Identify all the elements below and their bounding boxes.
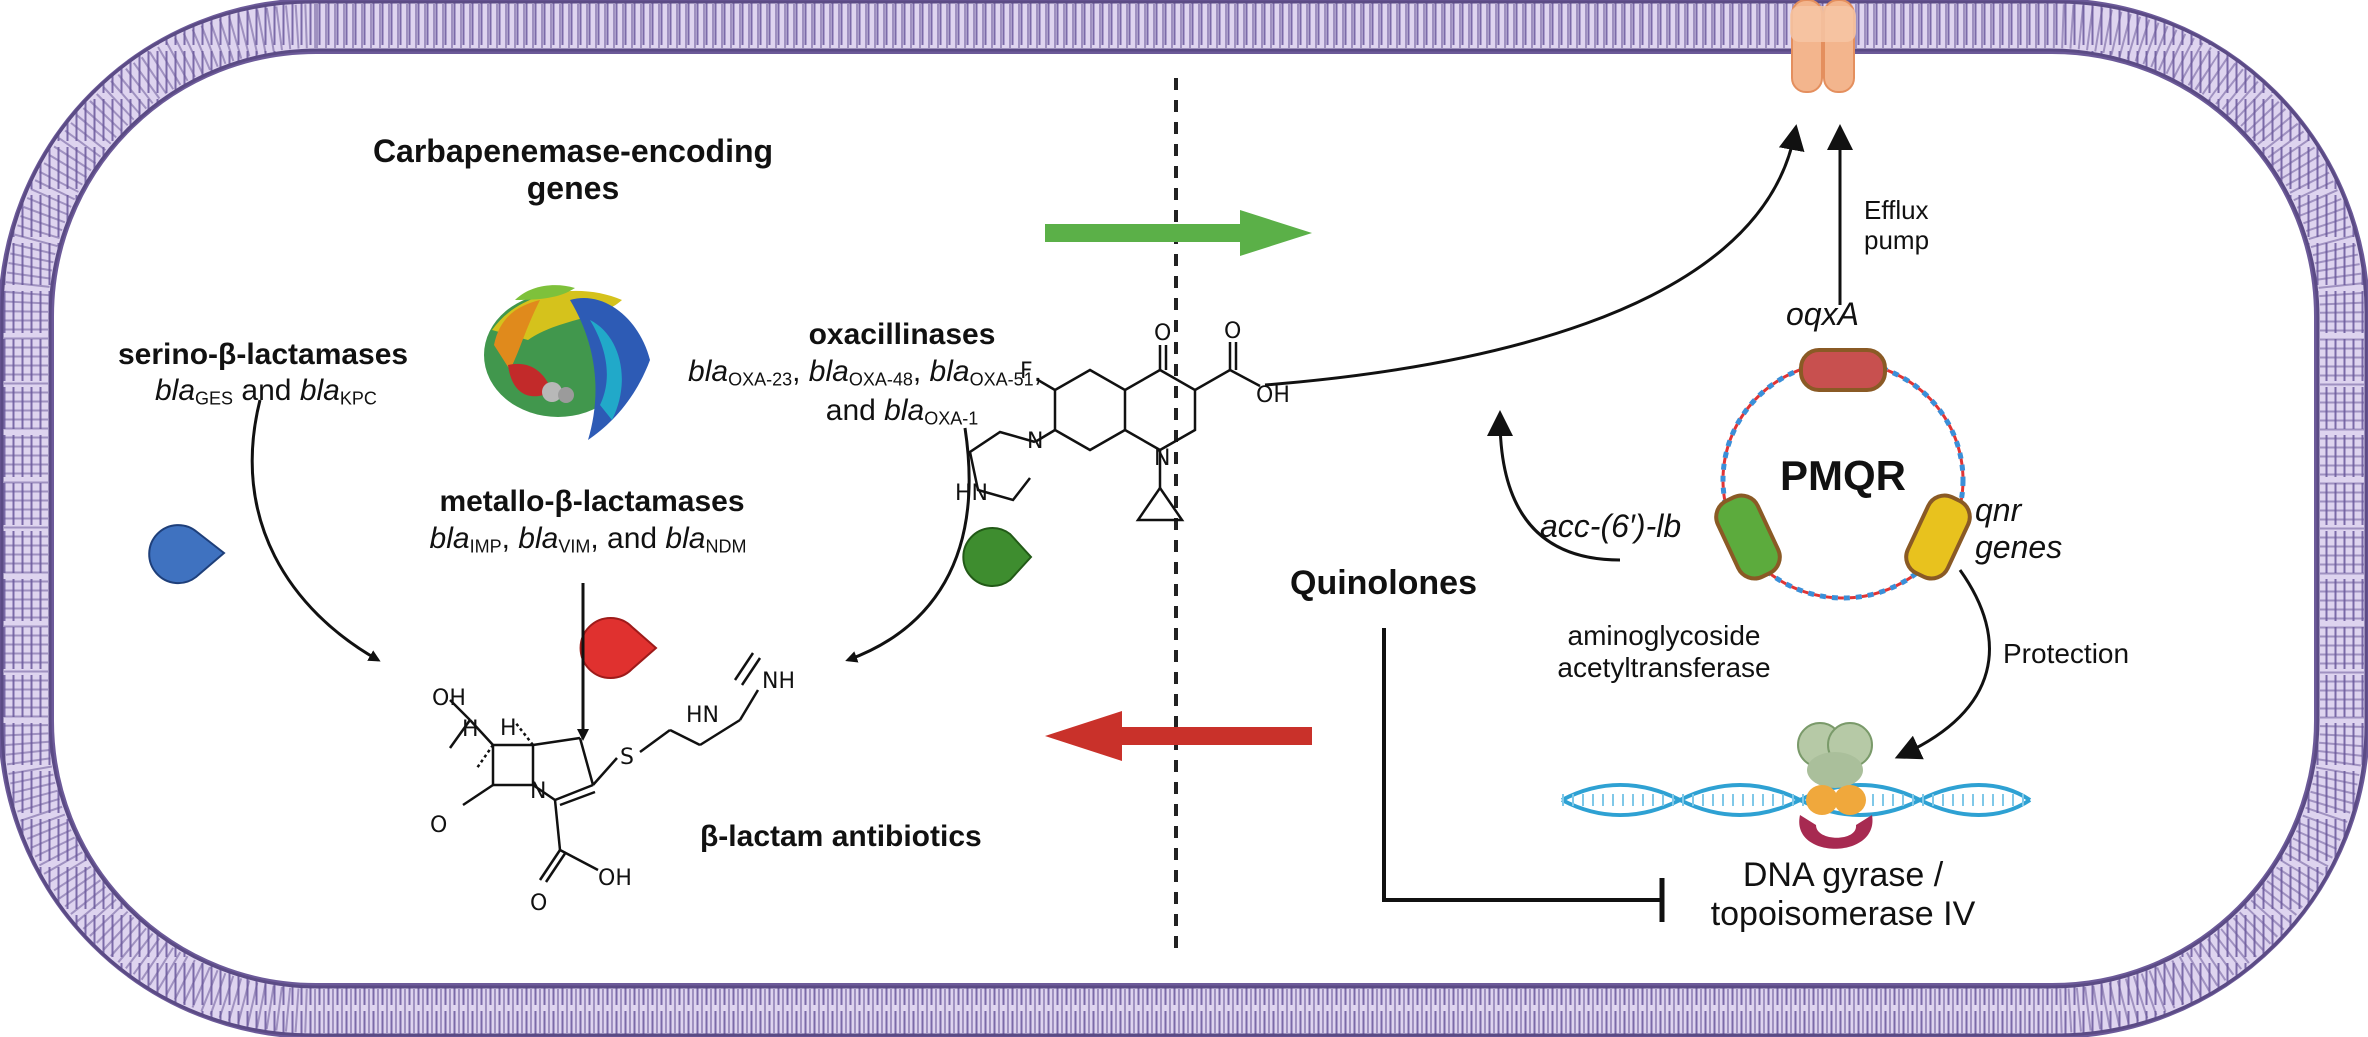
carbapenemase-title: Carbapenemase-encoding genes xyxy=(372,133,774,206)
pacman-red-icon xyxy=(579,617,658,679)
oxa-genes-line2: and blaOXA-1 xyxy=(825,394,979,429)
carbapenem-structure xyxy=(448,652,762,883)
serine-heading: serino-β-lactamases xyxy=(118,338,409,371)
metallo-genes: blaIMP, blaVIM, and blaNDM xyxy=(429,522,747,557)
pmqr-label: PMQR xyxy=(1780,452,1906,499)
red-arrow xyxy=(1045,711,1312,761)
protein-structure-icon xyxy=(484,285,650,440)
metallo-heading: metallo-β-lactamases xyxy=(439,485,745,518)
svg-text:OH: OH xyxy=(598,866,632,891)
quinolones-label: Quinolones xyxy=(1290,564,1477,602)
svg-text:HN: HN xyxy=(955,481,988,506)
qnr-label: qnr genes xyxy=(1975,492,2063,565)
pacman-green-icon xyxy=(962,527,1033,587)
oxa-genes-line1: blaOXA-23, blaOXA-48, blaOXA-51, xyxy=(688,355,1042,390)
svg-text:OH: OH xyxy=(1256,383,1290,408)
quinolone-atom-labels: O O OH F N N HN HN xyxy=(955,319,1290,506)
arrow-serine xyxy=(250,399,381,662)
acc-label: acc-(6′)-lb xyxy=(1540,508,1682,544)
arrow-protection xyxy=(1894,569,1991,760)
pacman-blue-icon xyxy=(148,524,226,585)
svg-text:S: S xyxy=(620,745,634,770)
qnr-cassette xyxy=(1904,493,1972,581)
oxa-heading: oxacillinases xyxy=(808,318,996,351)
efflux-pump-icon xyxy=(1790,0,1856,93)
inhibition-line xyxy=(1382,628,1660,902)
acc-cassette xyxy=(1714,493,1782,581)
svg-text:N: N xyxy=(1154,446,1170,471)
svg-text:N: N xyxy=(1027,429,1043,454)
svg-text:O: O xyxy=(1224,319,1241,344)
serine-genes: blaGES and blaKPC xyxy=(155,374,377,409)
arrow-acc xyxy=(1487,410,1621,562)
quinolone-structure xyxy=(968,342,1261,522)
carbapenem-atom-labels: OH H H O N S HN NH O OH xyxy=(430,669,795,916)
beta-lactam-label: β-lactam antibiotics xyxy=(700,820,982,853)
efflux-pump-label: Efflux pump xyxy=(1864,195,1930,255)
gyrase-enzyme-icon xyxy=(1797,722,1873,849)
green-arrow xyxy=(1045,210,1312,256)
oqxa-cassette xyxy=(1799,348,1887,392)
arrow-oxa xyxy=(845,427,971,663)
svg-text:N: N xyxy=(530,779,546,804)
svg-text:H: H xyxy=(500,716,517,741)
svg-text:OH: OH xyxy=(432,686,466,711)
protection-label: Protection xyxy=(2003,638,2130,669)
svg-text:O: O xyxy=(1154,321,1171,346)
svg-text:O: O xyxy=(430,813,447,838)
dna-gyrase-label: DNA gyrase / topoisomerase IV xyxy=(1710,856,1976,934)
svg-text:H: H xyxy=(462,717,479,742)
dna-helix-icon xyxy=(1561,783,2032,817)
svg-text:O: O xyxy=(530,891,547,916)
aminoglycoside-label: aminoglycoside acetyltransferase xyxy=(1557,620,1771,684)
svg-text:NH: NH xyxy=(762,669,795,694)
oqxa-label: oqxA xyxy=(1786,296,1859,332)
svg-text:F: F xyxy=(1020,359,1033,384)
svg-text:HN: HN xyxy=(686,703,719,728)
arrow-quinolone-to-pump xyxy=(1264,124,1805,387)
